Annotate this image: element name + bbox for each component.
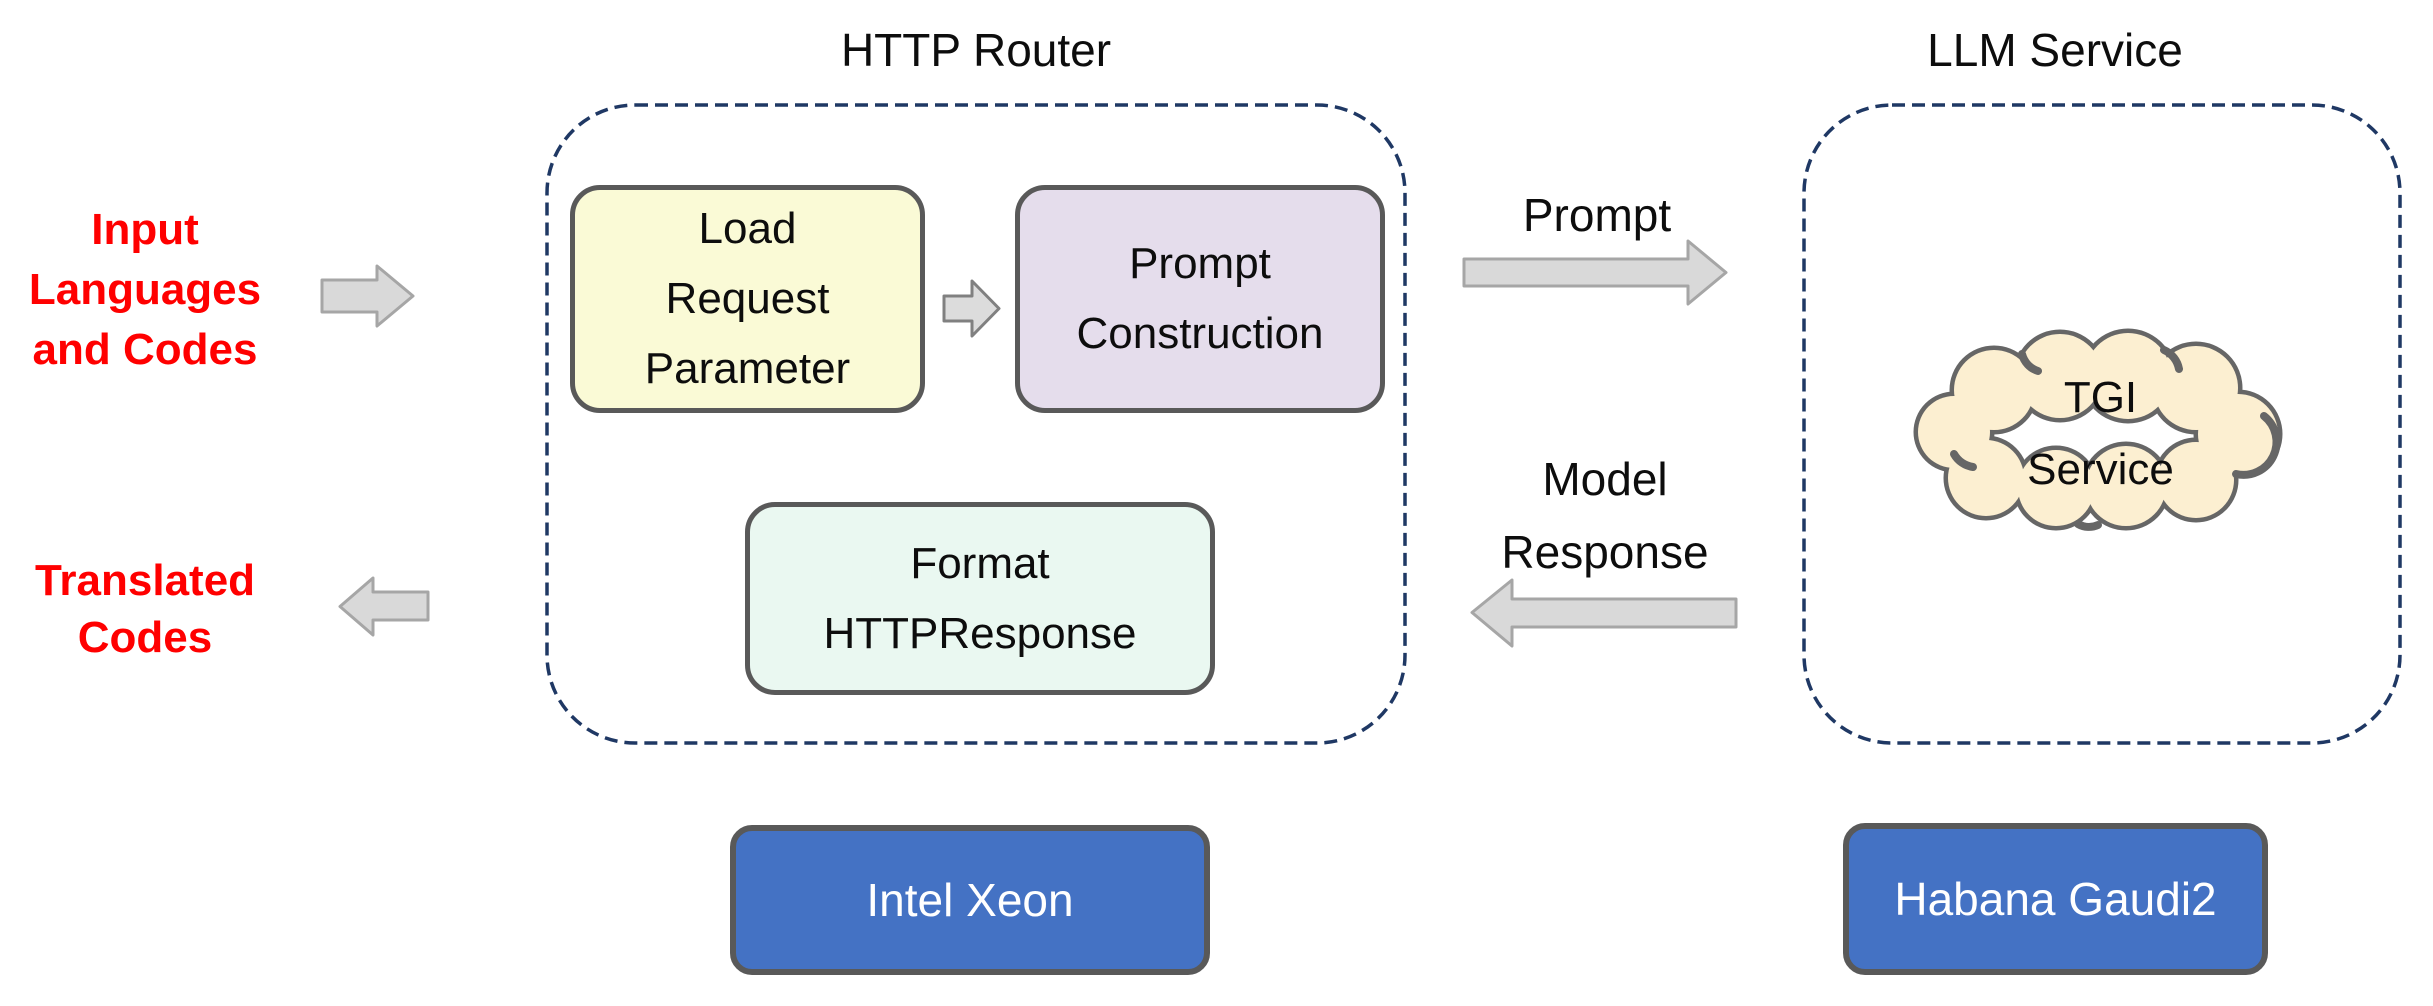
chip-label: Intel Xeon [866,874,1074,926]
node-line: HTTPResponse [823,608,1137,658]
cloud-label-line: TGI [2063,373,2138,422]
node-line: Parameter [644,344,851,393]
llm-service-dashed-border [1802,103,2402,745]
arrow-left-icon [338,576,430,637]
intel-xeon-chip: Intel Xeon [730,825,1210,975]
format-httpresponse-node: Format HTTPResponse [745,502,1215,695]
arrow-right-icon [942,279,1001,338]
node-line: Load [698,204,797,253]
cloud-label: TGI Service [1908,328,2293,540]
input-label-line: Input [91,205,199,254]
translated-label: Translated Codes [0,552,290,666]
translated-label-line: Translated [34,556,256,605]
http-router-dashed-border [545,103,1407,745]
arrow-right-icon [1462,239,1728,306]
node-line: Request [665,274,830,323]
cloud-label-line: Service [2027,445,2174,494]
tgi-service-cloud: TGI Service [1908,328,2293,540]
arrow-left-icon [1470,578,1738,648]
llm-service-title: LLM Service [1927,24,2183,76]
arrow-right-icon [320,264,415,328]
input-label-line: and Codes [32,325,258,374]
flow-label-line: Response [1501,526,1709,578]
habana-gaudi2-chip: Habana Gaudi2 [1843,823,2268,975]
node-line: Format [910,538,1050,588]
input-label: Input Languages and Codes [0,200,290,380]
node-line: Construction [1076,309,1324,358]
translated-label-line: Codes [77,613,213,662]
cloud-icon [1913,328,2283,531]
flow-label-line: Model [1542,453,1668,505]
chip-label: Habana Gaudi2 [1894,873,2217,925]
prompt-flow-label: Prompt [1522,189,1672,241]
http-router-title: HTTP Router [840,24,1112,76]
load-request-parameter-node: Load Request Parameter [570,185,925,413]
prompt-construction-node: Prompt Construction [1015,185,1385,413]
input-label-line: Languages [28,265,262,314]
node-line: Prompt [1129,239,1271,288]
model-response-flow-label: Model Response [1455,443,1755,589]
